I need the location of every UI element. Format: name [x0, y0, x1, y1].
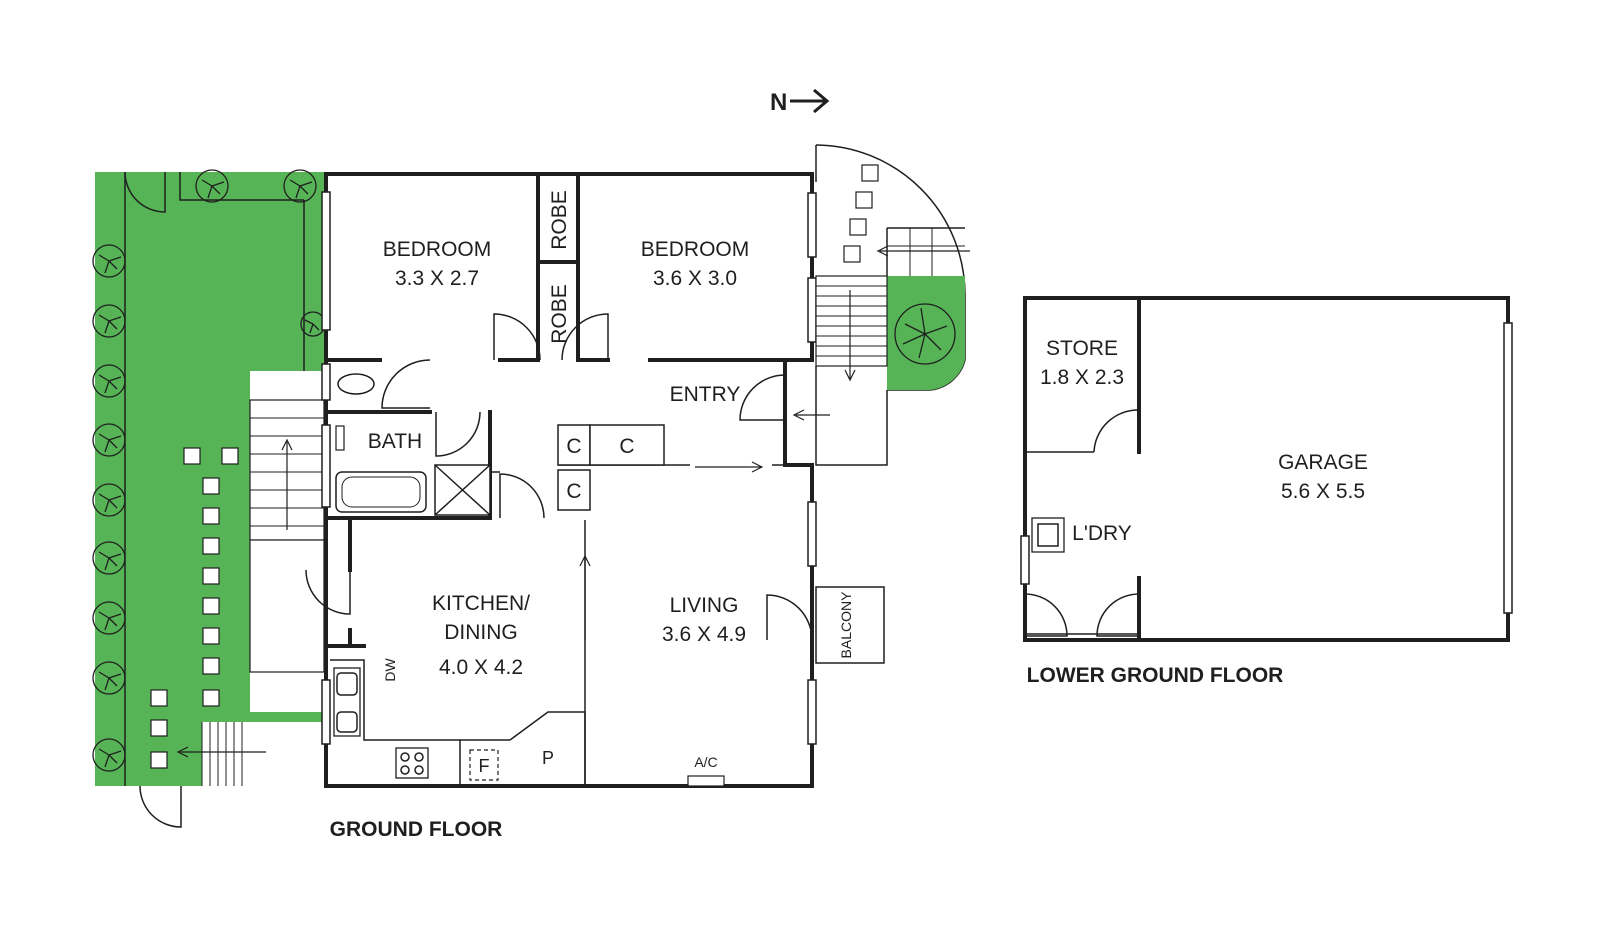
windows [321, 191, 817, 745]
tree-icon [283, 169, 317, 203]
kitchen-size: 4.0 X 4.2 [439, 656, 523, 679]
balcony: BALCONY [815, 586, 885, 664]
lower-ground-floor-title: LOWER GROUND FLOOR [1027, 664, 1284, 687]
aircon-label: A/C [694, 754, 717, 770]
tree-icon [894, 303, 956, 365]
shower-icon [434, 464, 491, 516]
laundry-label: L'DRY [1072, 522, 1132, 545]
tree-icon [92, 483, 126, 517]
north-arrow-icon [790, 88, 830, 114]
living-name: LIVING [670, 594, 739, 617]
doors [305, 313, 813, 641]
tree-icon [92, 601, 126, 635]
tree-icon [92, 661, 126, 695]
living-size: 3.6 X 4.9 [662, 623, 746, 646]
toilet-icon [337, 373, 375, 395]
garage-size: 5.6 X 5.5 [1281, 480, 1365, 503]
bedroom-2-name: BEDROOM [641, 238, 750, 261]
robe-2-label: ROBE [548, 284, 571, 344]
store-size: 1.8 X 2.3 [1040, 366, 1124, 389]
garden-stairs [249, 399, 325, 541]
cooktop-icon [395, 747, 429, 779]
tree-icon [92, 364, 126, 398]
tree-icon [92, 304, 126, 338]
garden-trees [92, 169, 326, 772]
entry-porch [815, 144, 970, 466]
laundry-tub-icon [1031, 517, 1065, 553]
cupboard-label: C [566, 480, 581, 503]
cupboard-label: C [619, 435, 634, 458]
bathroom-fixtures [335, 373, 491, 516]
store-name: STORE [1046, 337, 1118, 360]
north-compass: N [770, 88, 830, 116]
bottom-stairs [176, 722, 326, 786]
entry-label: ENTRY [670, 383, 741, 406]
robe-1-label: ROBE [548, 190, 571, 250]
ground-floor-title: GROUND FLOOR [330, 818, 503, 841]
tree-icon [92, 738, 126, 772]
pantry-label: P [542, 748, 554, 768]
lower-ground-floor: STORE 1.8 X 2.3 L'DRY GARAGE 5.6 X 5.5 L… [1020, 296, 1513, 687]
fridge-label: F [479, 756, 490, 776]
kitchen-name-line1: KITCHEN/ [432, 592, 530, 615]
balcony-label: BALCONY [838, 591, 854, 659]
garden [95, 171, 326, 828]
tree-icon [195, 169, 229, 203]
ground-floor-labels: BEDROOM 3.3 X 2.7 BEDROOM 3.6 X 3.0 ROBE… [330, 190, 750, 841]
garden-pavers [150, 447, 239, 769]
tree-icon [92, 423, 126, 457]
cupboards: C C C [557, 424, 665, 511]
kitchen-name-line2: DINING [444, 621, 518, 644]
kitchen-fixtures: F P DW A/C [330, 658, 725, 787]
tree-icon [92, 541, 126, 575]
garage-name: GARAGE [1278, 451, 1368, 474]
flow-arrows [579, 409, 830, 640]
cupboard-label: C [566, 435, 581, 458]
bath-label: BATH [368, 430, 422, 453]
north-label: N [770, 89, 787, 116]
dishwasher-label: DW [382, 658, 398, 682]
bedroom-1-size: 3.3 X 2.7 [395, 267, 479, 290]
bedroom-2-size: 3.6 X 3.0 [653, 267, 737, 290]
sink-icon [333, 667, 361, 737]
bedroom-1-name: BEDROOM [383, 238, 492, 261]
bathtub-icon [335, 471, 427, 513]
tree-icon [92, 244, 126, 278]
